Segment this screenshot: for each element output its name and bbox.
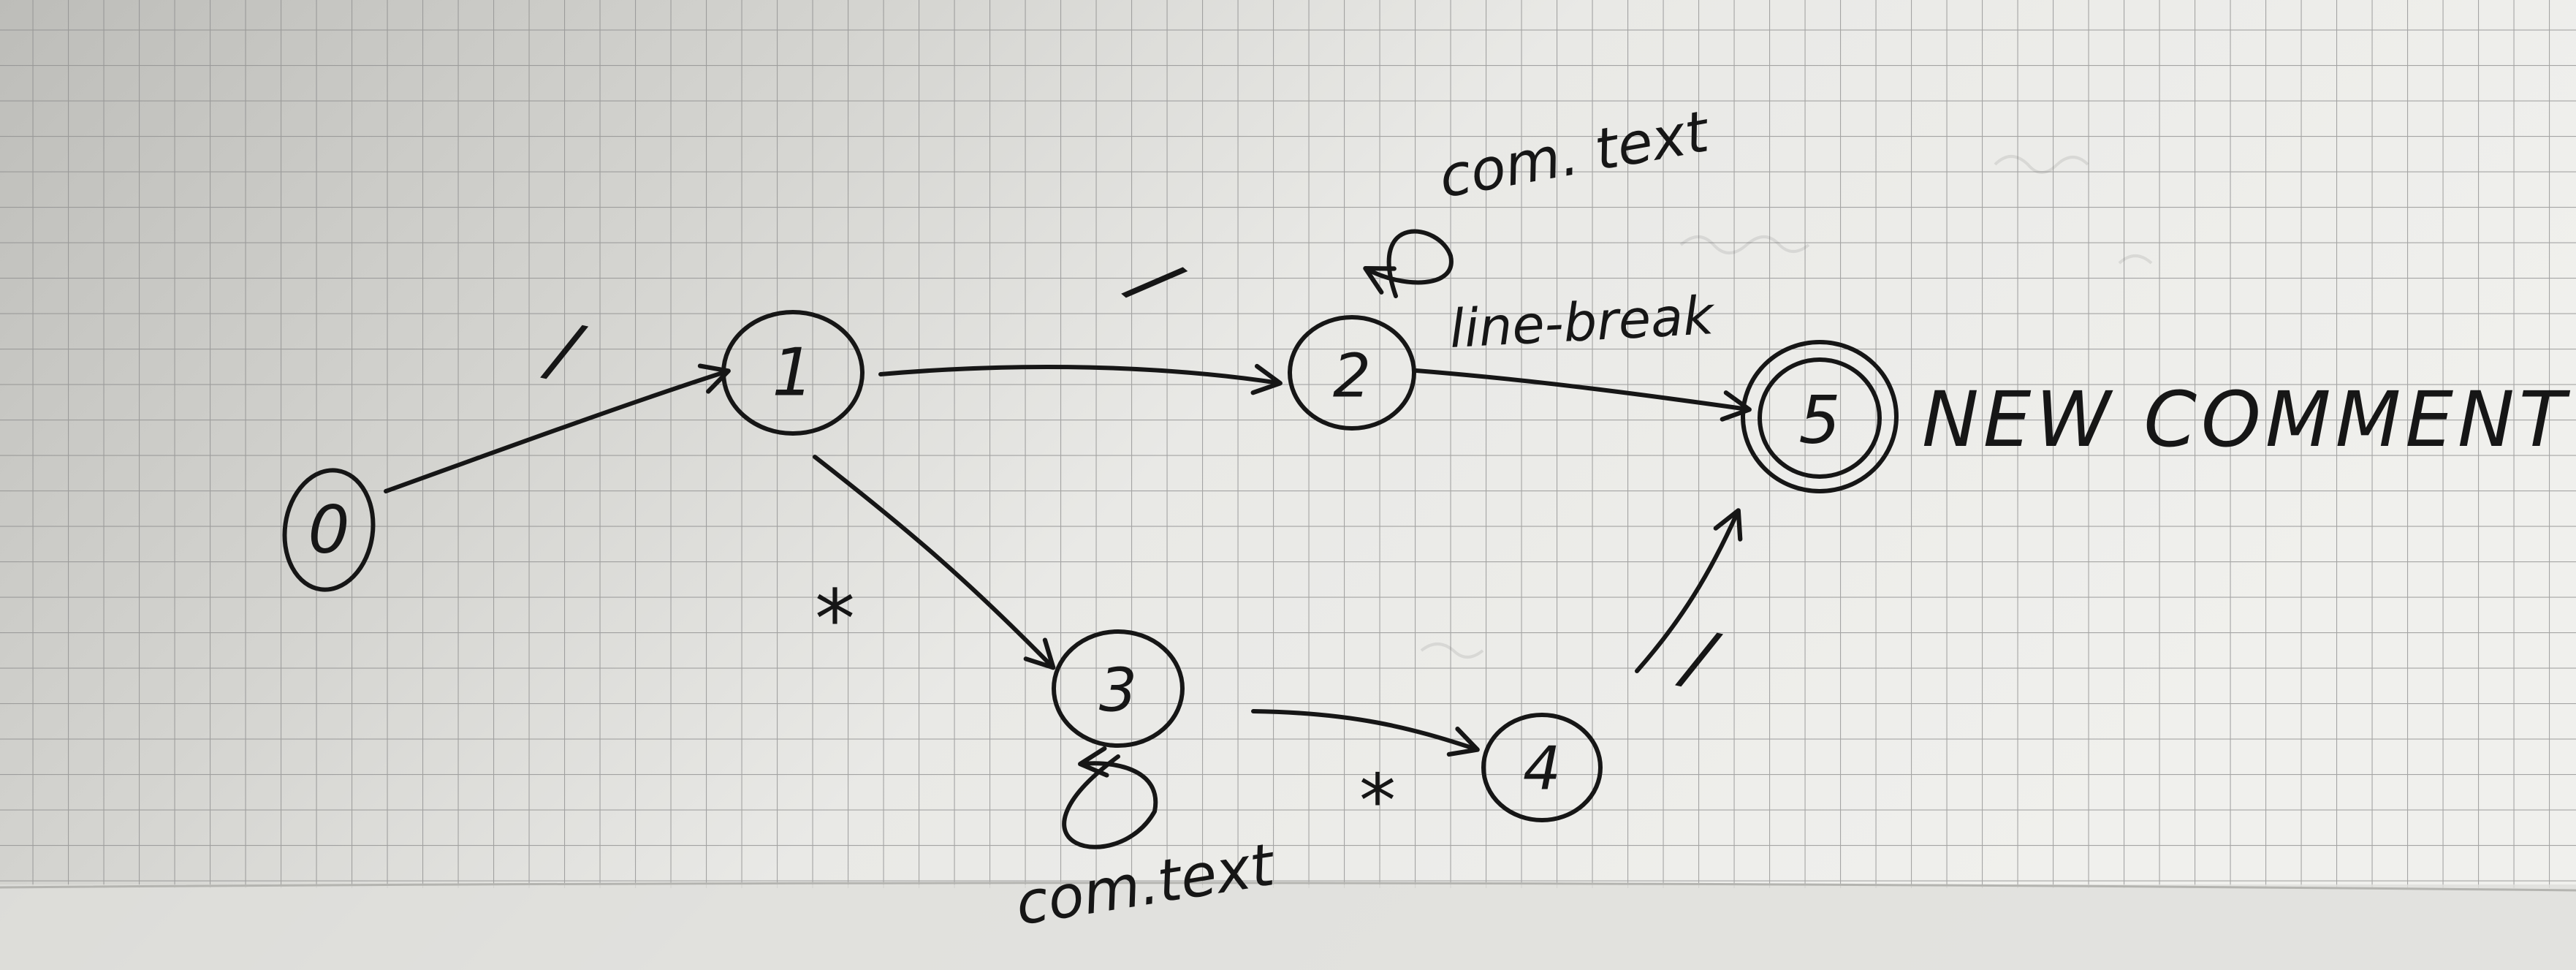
- faint-ghost-marks: [1420, 155, 2153, 659]
- state-5-label: 5: [1798, 382, 1840, 459]
- paper-bottom-margin: [0, 884, 2576, 970]
- state-5-outer-circle: [1741, 340, 1899, 493]
- loop-2-self: [1363, 229, 1454, 298]
- state-2-label: 2: [1333, 342, 1371, 412]
- new-comment-annotation: NEW COMMENT: [1922, 375, 2571, 464]
- edge-1-3-label: *: [815, 572, 855, 666]
- edge-1-to-3: [813, 455, 1056, 670]
- state-1-circle: [721, 310, 865, 436]
- edge-3-4-label: *: [1359, 758, 1396, 844]
- edge-4-to-5: [1635, 508, 1743, 673]
- paper-fold: [0, 882, 2576, 892]
- state-4-label: 4: [1523, 735, 1561, 804]
- edge-2-to-5: [1414, 368, 1752, 422]
- state-4-circle: [1481, 713, 1603, 822]
- grid-lines: [0, 0, 2576, 888]
- loop-3-self: [1062, 746, 1158, 849]
- state-2-circle: [1288, 315, 1416, 431]
- edge-2-5-label: line-break: [1448, 284, 1717, 360]
- state-3-label: 3: [1099, 656, 1137, 726]
- state-3-circle: [1052, 629, 1185, 748]
- state-5-inner-circle: [1758, 357, 1882, 479]
- edge-3-to-4: [1251, 709, 1480, 757]
- state-0-circle: [282, 468, 376, 592]
- state-1-label: 1: [772, 335, 813, 412]
- edge-0-to-1: [384, 363, 731, 493]
- edge-1-to-2: [878, 363, 1283, 395]
- state-0-label: 0: [308, 492, 349, 569]
